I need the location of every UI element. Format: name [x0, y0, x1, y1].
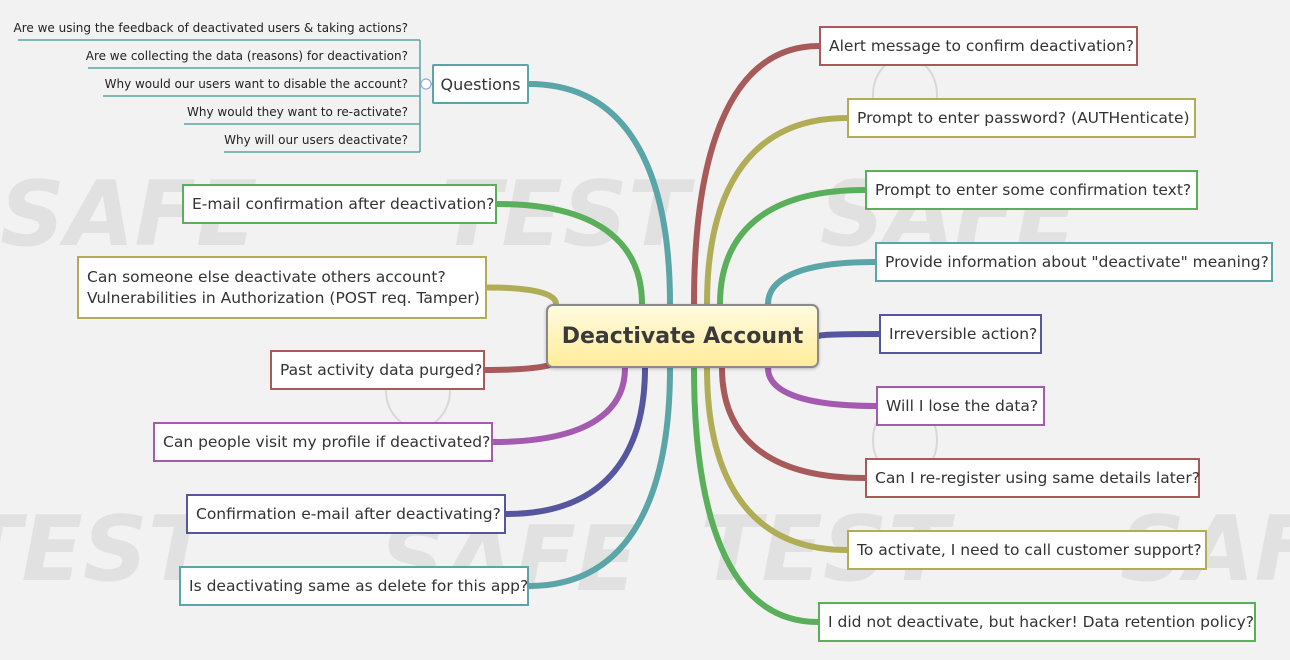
branch-left-4: [490, 365, 628, 445]
branch-left-5: [503, 365, 648, 517]
right-node-4[interactable]: Provide information about "deactivate" m…: [875, 242, 1273, 282]
question-item-5[interactable]: Why will our users deactivate?: [224, 133, 408, 147]
question-item-4[interactable]: Why would they want to re-activate?: [187, 105, 408, 119]
branch-right-2: [704, 115, 850, 307]
branch-right-9: [691, 365, 821, 625]
left-node-6[interactable]: Is deactivating same as delete for this …: [179, 566, 529, 606]
right-node-9-line-1: I did not deactivate, but hacker! Data r…: [828, 612, 1255, 631]
left-node-5[interactable]: Confirmation e-mail after deactivating?: [186, 494, 506, 534]
right-node-7[interactable]: Can I re-register using same details lat…: [865, 458, 1200, 498]
left-node-5-line-1: Confirmation e-mail after deactivating?: [196, 504, 501, 523]
central-topic[interactable]: Deactivate Account: [546, 304, 819, 368]
question-item-1[interactable]: Are we using the feedback of deactivated…: [13, 21, 408, 35]
collapse-toggle-icon: [420, 78, 432, 90]
questions-node[interactable]: Questions: [432, 64, 529, 104]
right-node-7-line-1: Can I re-register using same details lat…: [875, 468, 1200, 487]
right-node-3-line-1: Prompt to enter some confirmation text?: [875, 180, 1192, 199]
left-node-3[interactable]: Past activity data purged?: [270, 350, 485, 390]
branch-left-2: [484, 284, 559, 307]
branch-right-3: [717, 187, 868, 307]
branch-left-6: [526, 365, 673, 589]
right-node-1-line-1: Alert message to confirm deactivation?: [829, 36, 1134, 55]
right-node-4-line-1: Provide information about "deactivate" m…: [885, 252, 1269, 271]
question-item-3[interactable]: Why would our users want to disable the …: [104, 77, 408, 91]
right-node-6[interactable]: Will I lose the data?: [876, 386, 1045, 426]
left-node-3-line-1: Past activity data purged?: [280, 360, 483, 379]
left-node-2-line-2: Vulnerabilities in Authorization (POST r…: [87, 288, 480, 307]
questions-label: Questions: [440, 74, 521, 94]
branch-right-8: [704, 365, 850, 553]
question-item-2[interactable]: Are we collecting the data (reasons) for…: [85, 49, 408, 63]
right-node-1[interactable]: Alert message to confirm deactivation?: [819, 26, 1138, 66]
left-node-2-line-1: Can someone else deactivate others accou…: [87, 267, 446, 286]
left-node-1[interactable]: E-mail confirmation after deactivation?: [182, 184, 497, 224]
branch-right-7: [719, 365, 868, 481]
branch-right-4: [765, 259, 878, 307]
right-node-8[interactable]: To activate, I need to call customer sup…: [847, 530, 1207, 570]
branch-left-1: [494, 201, 645, 307]
left-node-4[interactable]: Can people visit my profile if deactivat…: [153, 422, 493, 462]
questions-subtree-lines: [18, 39, 432, 153]
branch-right-6: [765, 365, 879, 409]
right-node-5-line-1: Irreversible action?: [889, 324, 1038, 343]
left-node-2[interactable]: Can someone else deactivate others accou…: [77, 256, 487, 319]
right-node-2[interactable]: Prompt to enter password? (AUTHenticate): [847, 98, 1196, 138]
branch-right-1: [691, 43, 822, 307]
branch-questions: [526, 81, 673, 307]
left-node-1-line-1: E-mail confirmation after deactivation?: [192, 194, 495, 213]
right-node-5[interactable]: Irreversible action?: [879, 314, 1042, 354]
right-node-2-line-1: Prompt to enter password? (AUTHenticate): [857, 108, 1190, 127]
left-node-6-line-1: Is deactivating same as delete for this …: [189, 576, 529, 595]
central-topic-label: Deactivate Account: [561, 323, 804, 349]
right-node-3[interactable]: Prompt to enter some confirmation text?: [865, 170, 1198, 210]
left-node-4-line-1: Can people visit my profile if deactivat…: [163, 432, 491, 451]
right-node-9[interactable]: I did not deactivate, but hacker! Data r…: [818, 602, 1256, 642]
branch-right-5: [816, 331, 882, 339]
right-node-6-line-1: Will I lose the data?: [886, 396, 1039, 415]
right-node-8-line-1: To activate, I need to call customer sup…: [857, 540, 1202, 559]
